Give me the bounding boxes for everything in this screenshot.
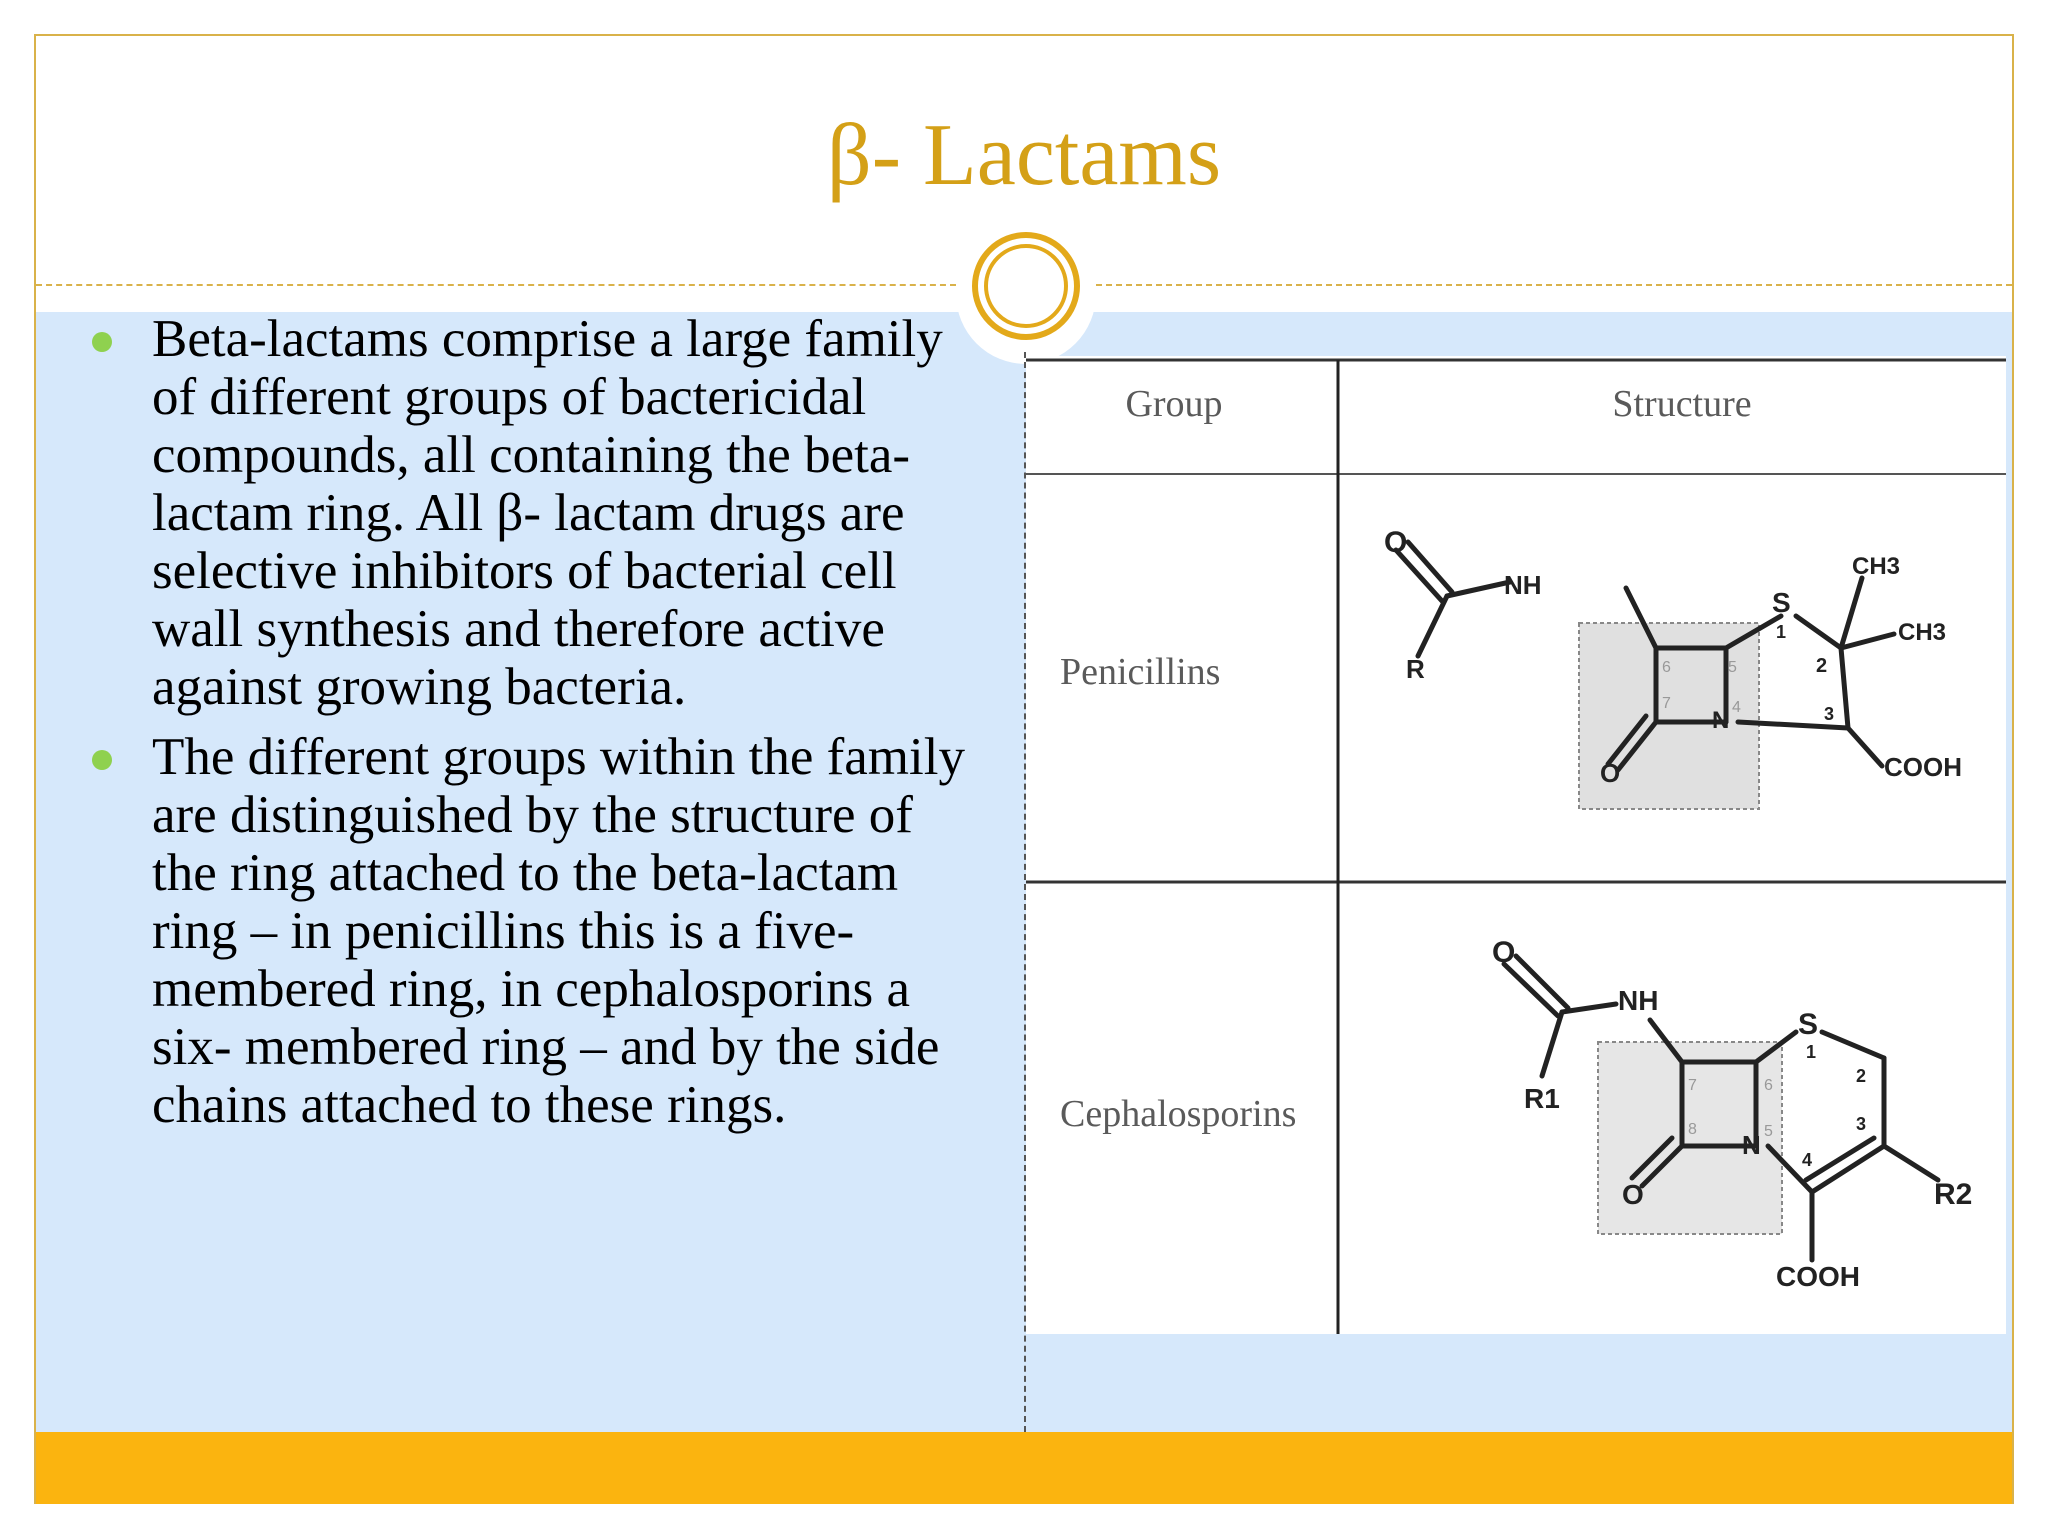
ring-number: 8 bbox=[1688, 1121, 1697, 1138]
divider-circle-inner bbox=[984, 244, 1068, 328]
group-ch3-top: CH3 bbox=[1852, 553, 1900, 580]
atom-o-carbonyl: O bbox=[1492, 936, 1515, 969]
group-cephalosporins: Cephalosporins bbox=[1060, 1093, 1296, 1135]
group-ch3-right: CH3 bbox=[1898, 619, 1946, 646]
header-structure: Structure bbox=[1612, 383, 1751, 425]
bullet-item: The different groups within the family a… bbox=[88, 728, 988, 1134]
penicillin-structure: O NH R S CH3 CH3 O N COOH 1 2 3 4 5 6 7 bbox=[1384, 526, 1962, 810]
bullet-text: The different groups within the family a… bbox=[152, 728, 965, 1134]
bullet-dot-icon bbox=[92, 750, 112, 770]
ring-number: 5 bbox=[1728, 659, 1737, 676]
cephalosporin-structure: O NH R1 S R2 O N COOH 1 2 3 4 5 6 7 8 bbox=[1492, 936, 1972, 1292]
ring-number: 3 bbox=[1824, 704, 1834, 724]
atom-o-lactam: O bbox=[1600, 758, 1620, 788]
structure-table: Group Structure Penicillins Cephalospori… bbox=[1026, 356, 2006, 1334]
bullet-list: Beta-lactams comprise a large family of … bbox=[88, 310, 988, 1146]
group-r2: R2 bbox=[1934, 1178, 1972, 1211]
title-divider-left bbox=[36, 284, 956, 286]
bullet-text: Beta-lactams comprise a large family of … bbox=[152, 310, 943, 716]
column-divider bbox=[1024, 352, 1026, 1432]
atom-r: R bbox=[1406, 654, 1425, 684]
title-divider-right bbox=[1096, 284, 2012, 286]
ring-number: 2 bbox=[1816, 655, 1827, 677]
beta-lactam-highlight bbox=[1578, 622, 1760, 810]
ring-number: 5 bbox=[1764, 1123, 1773, 1140]
atom-r1: R1 bbox=[1524, 1083, 1560, 1114]
ring-number: 6 bbox=[1764, 1077, 1773, 1094]
ring-number: 1 bbox=[1806, 1042, 1816, 1062]
ring-number: 1 bbox=[1776, 622, 1786, 642]
atom-n: N bbox=[1742, 1130, 1761, 1160]
beta-lactam-highlight bbox=[1597, 1041, 1783, 1235]
ring-number: 4 bbox=[1732, 699, 1741, 716]
slide-title: β- Lactams bbox=[826, 107, 1222, 204]
ring-number: 4 bbox=[1802, 1150, 1812, 1170]
group-cooh: COOH bbox=[1884, 752, 1962, 782]
atom-s: S bbox=[1772, 587, 1791, 618]
bullet-dot-icon bbox=[92, 332, 112, 352]
atom-o-carbonyl: O bbox=[1384, 526, 1407, 559]
atom-n: N bbox=[1712, 707, 1729, 734]
group-penicillins: Penicillins bbox=[1060, 651, 1220, 693]
ring-number: 3 bbox=[1856, 1114, 1866, 1134]
atom-nh: NH bbox=[1618, 985, 1658, 1016]
bullet-item: Beta-lactams comprise a large family of … bbox=[88, 310, 988, 716]
atom-s: S bbox=[1798, 1008, 1818, 1041]
atom-nh: NH bbox=[1504, 570, 1542, 600]
ring-number: 2 bbox=[1856, 1066, 1866, 1086]
ring-number: 6 bbox=[1662, 659, 1671, 676]
ring-number: 7 bbox=[1662, 695, 1671, 712]
footer-bar bbox=[36, 1432, 2012, 1504]
header-group: Group bbox=[1125, 383, 1222, 425]
ring-number: 7 bbox=[1688, 1077, 1697, 1094]
structure-table-svg: Group Structure Penicillins Cephalospori… bbox=[1026, 358, 2006, 1334]
group-cooh: COOH bbox=[1776, 1261, 1860, 1292]
atom-o-lactam: O bbox=[1622, 1179, 1644, 1210]
